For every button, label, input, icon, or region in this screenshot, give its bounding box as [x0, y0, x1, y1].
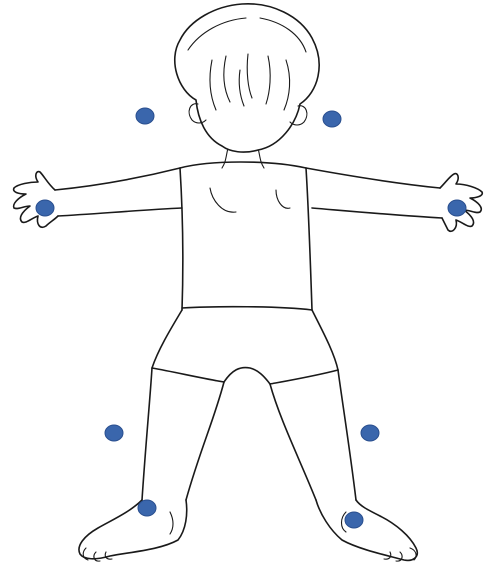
right-ankle-marker	[345, 512, 363, 528]
right-knee-marker	[361, 425, 379, 441]
head	[175, 4, 319, 152]
left-shoulder-marker	[136, 108, 154, 124]
right-wrist-marker	[448, 200, 466, 216]
left-knee-marker	[105, 425, 123, 441]
right-shoulder-marker	[323, 111, 341, 127]
marker-layer	[36, 108, 466, 528]
left-ankle-marker	[138, 500, 156, 516]
left-wrist-marker	[36, 200, 54, 216]
shorts	[152, 307, 338, 384]
torso	[180, 148, 312, 310]
right-leg	[270, 370, 417, 561]
left-leg	[79, 368, 224, 561]
left-arm	[14, 168, 182, 227]
